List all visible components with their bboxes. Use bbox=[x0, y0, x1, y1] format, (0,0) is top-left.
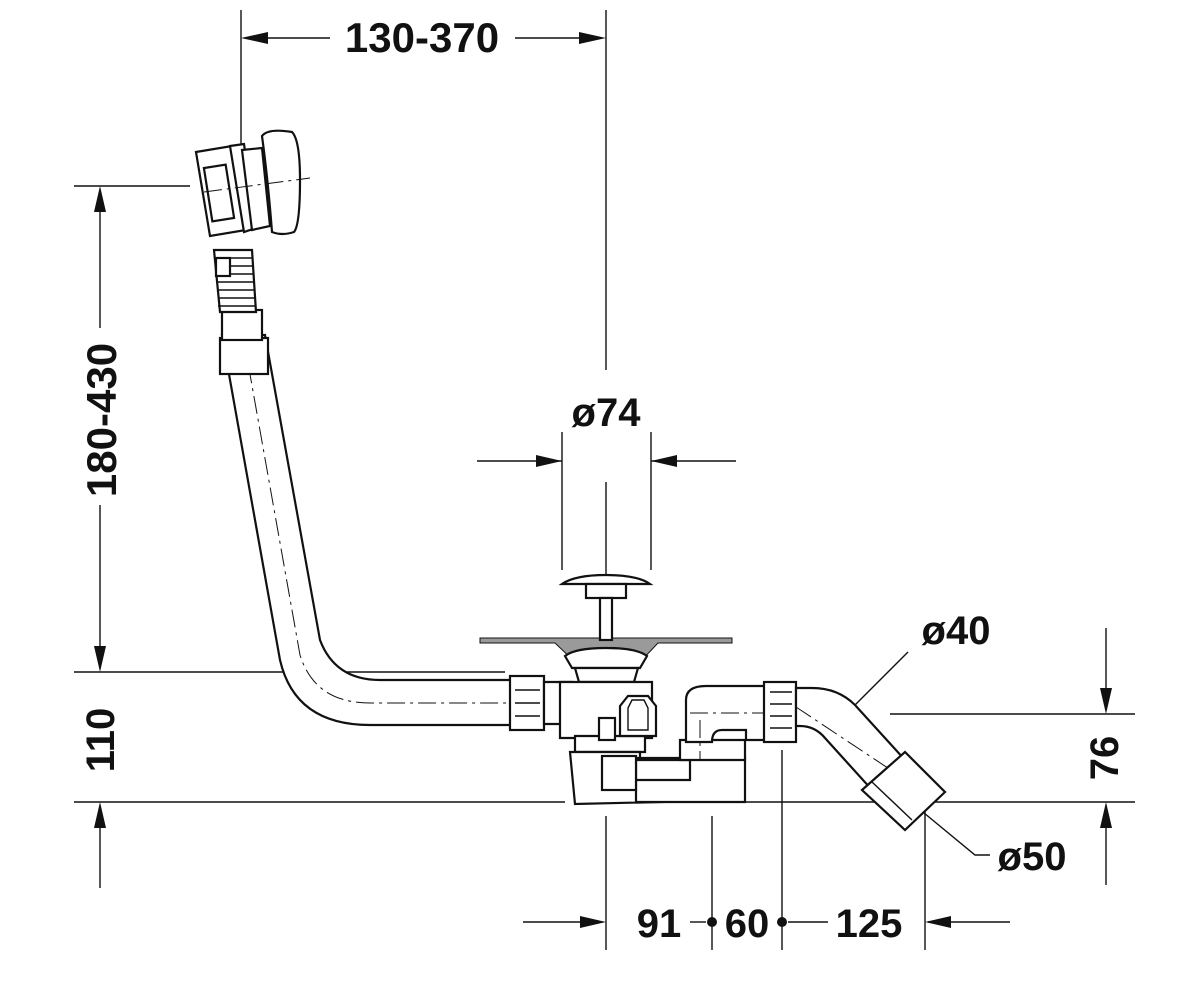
label-height-110: 110 bbox=[79, 708, 123, 773]
overflow-pipe bbox=[194, 129, 590, 732]
label-height-range: 180-430 bbox=[78, 343, 125, 497]
label-outlet-diameter: ø74 bbox=[572, 391, 642, 435]
dimension-lines bbox=[74, 10, 1135, 950]
drain-trap bbox=[558, 573, 947, 832]
label-pipe-diameter-50: ø50 bbox=[998, 835, 1067, 879]
label-offset-60: 60 bbox=[725, 902, 770, 946]
label-offset-91: 91 bbox=[637, 902, 682, 946]
dimension-labels: 130-370 180-430 ø74 ø40 ø50 110 76 91 60… bbox=[78, 14, 1127, 946]
label-pipe-diameter-40: ø40 bbox=[922, 609, 991, 653]
label-offset-125: 125 bbox=[836, 902, 903, 946]
label-height-76: 76 bbox=[1083, 736, 1127, 781]
label-width-range: 130-370 bbox=[345, 14, 499, 61]
